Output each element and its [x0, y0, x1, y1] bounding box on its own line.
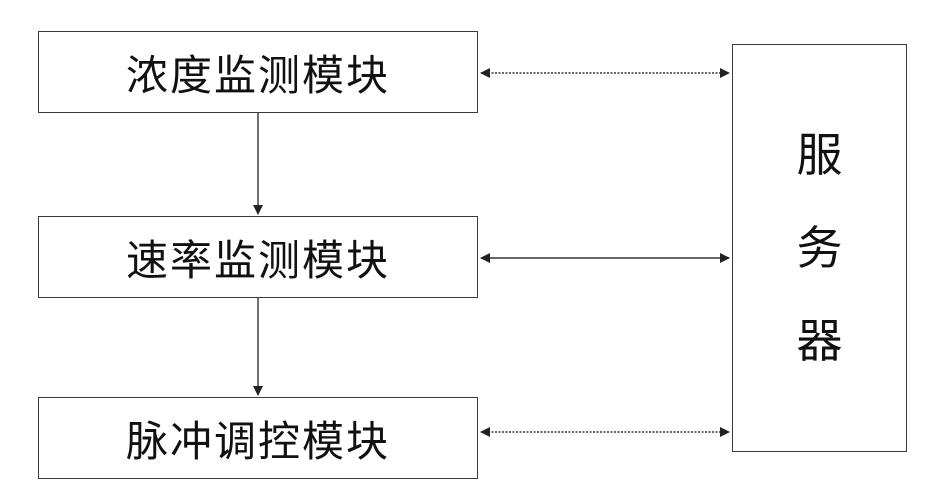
- rate-monitoring-module: 速率监测模块: [38, 216, 478, 298]
- concentration-monitoring-module: 浓度监测模块: [38, 31, 478, 113]
- server-label-char-2: 务: [797, 225, 843, 271]
- server-label-char-3: 器: [797, 318, 843, 364]
- pulse-control-module-label: 脉冲调控模块: [126, 408, 390, 469]
- concentration-monitoring-module-label: 浓度监测模块: [126, 42, 390, 103]
- server-box: 服 务 器: [732, 44, 907, 452]
- pulse-control-module: 脉冲调控模块: [38, 397, 478, 479]
- server-label-char-1: 服: [797, 132, 843, 178]
- rate-monitoring-module-label: 速率监测模块: [126, 227, 390, 288]
